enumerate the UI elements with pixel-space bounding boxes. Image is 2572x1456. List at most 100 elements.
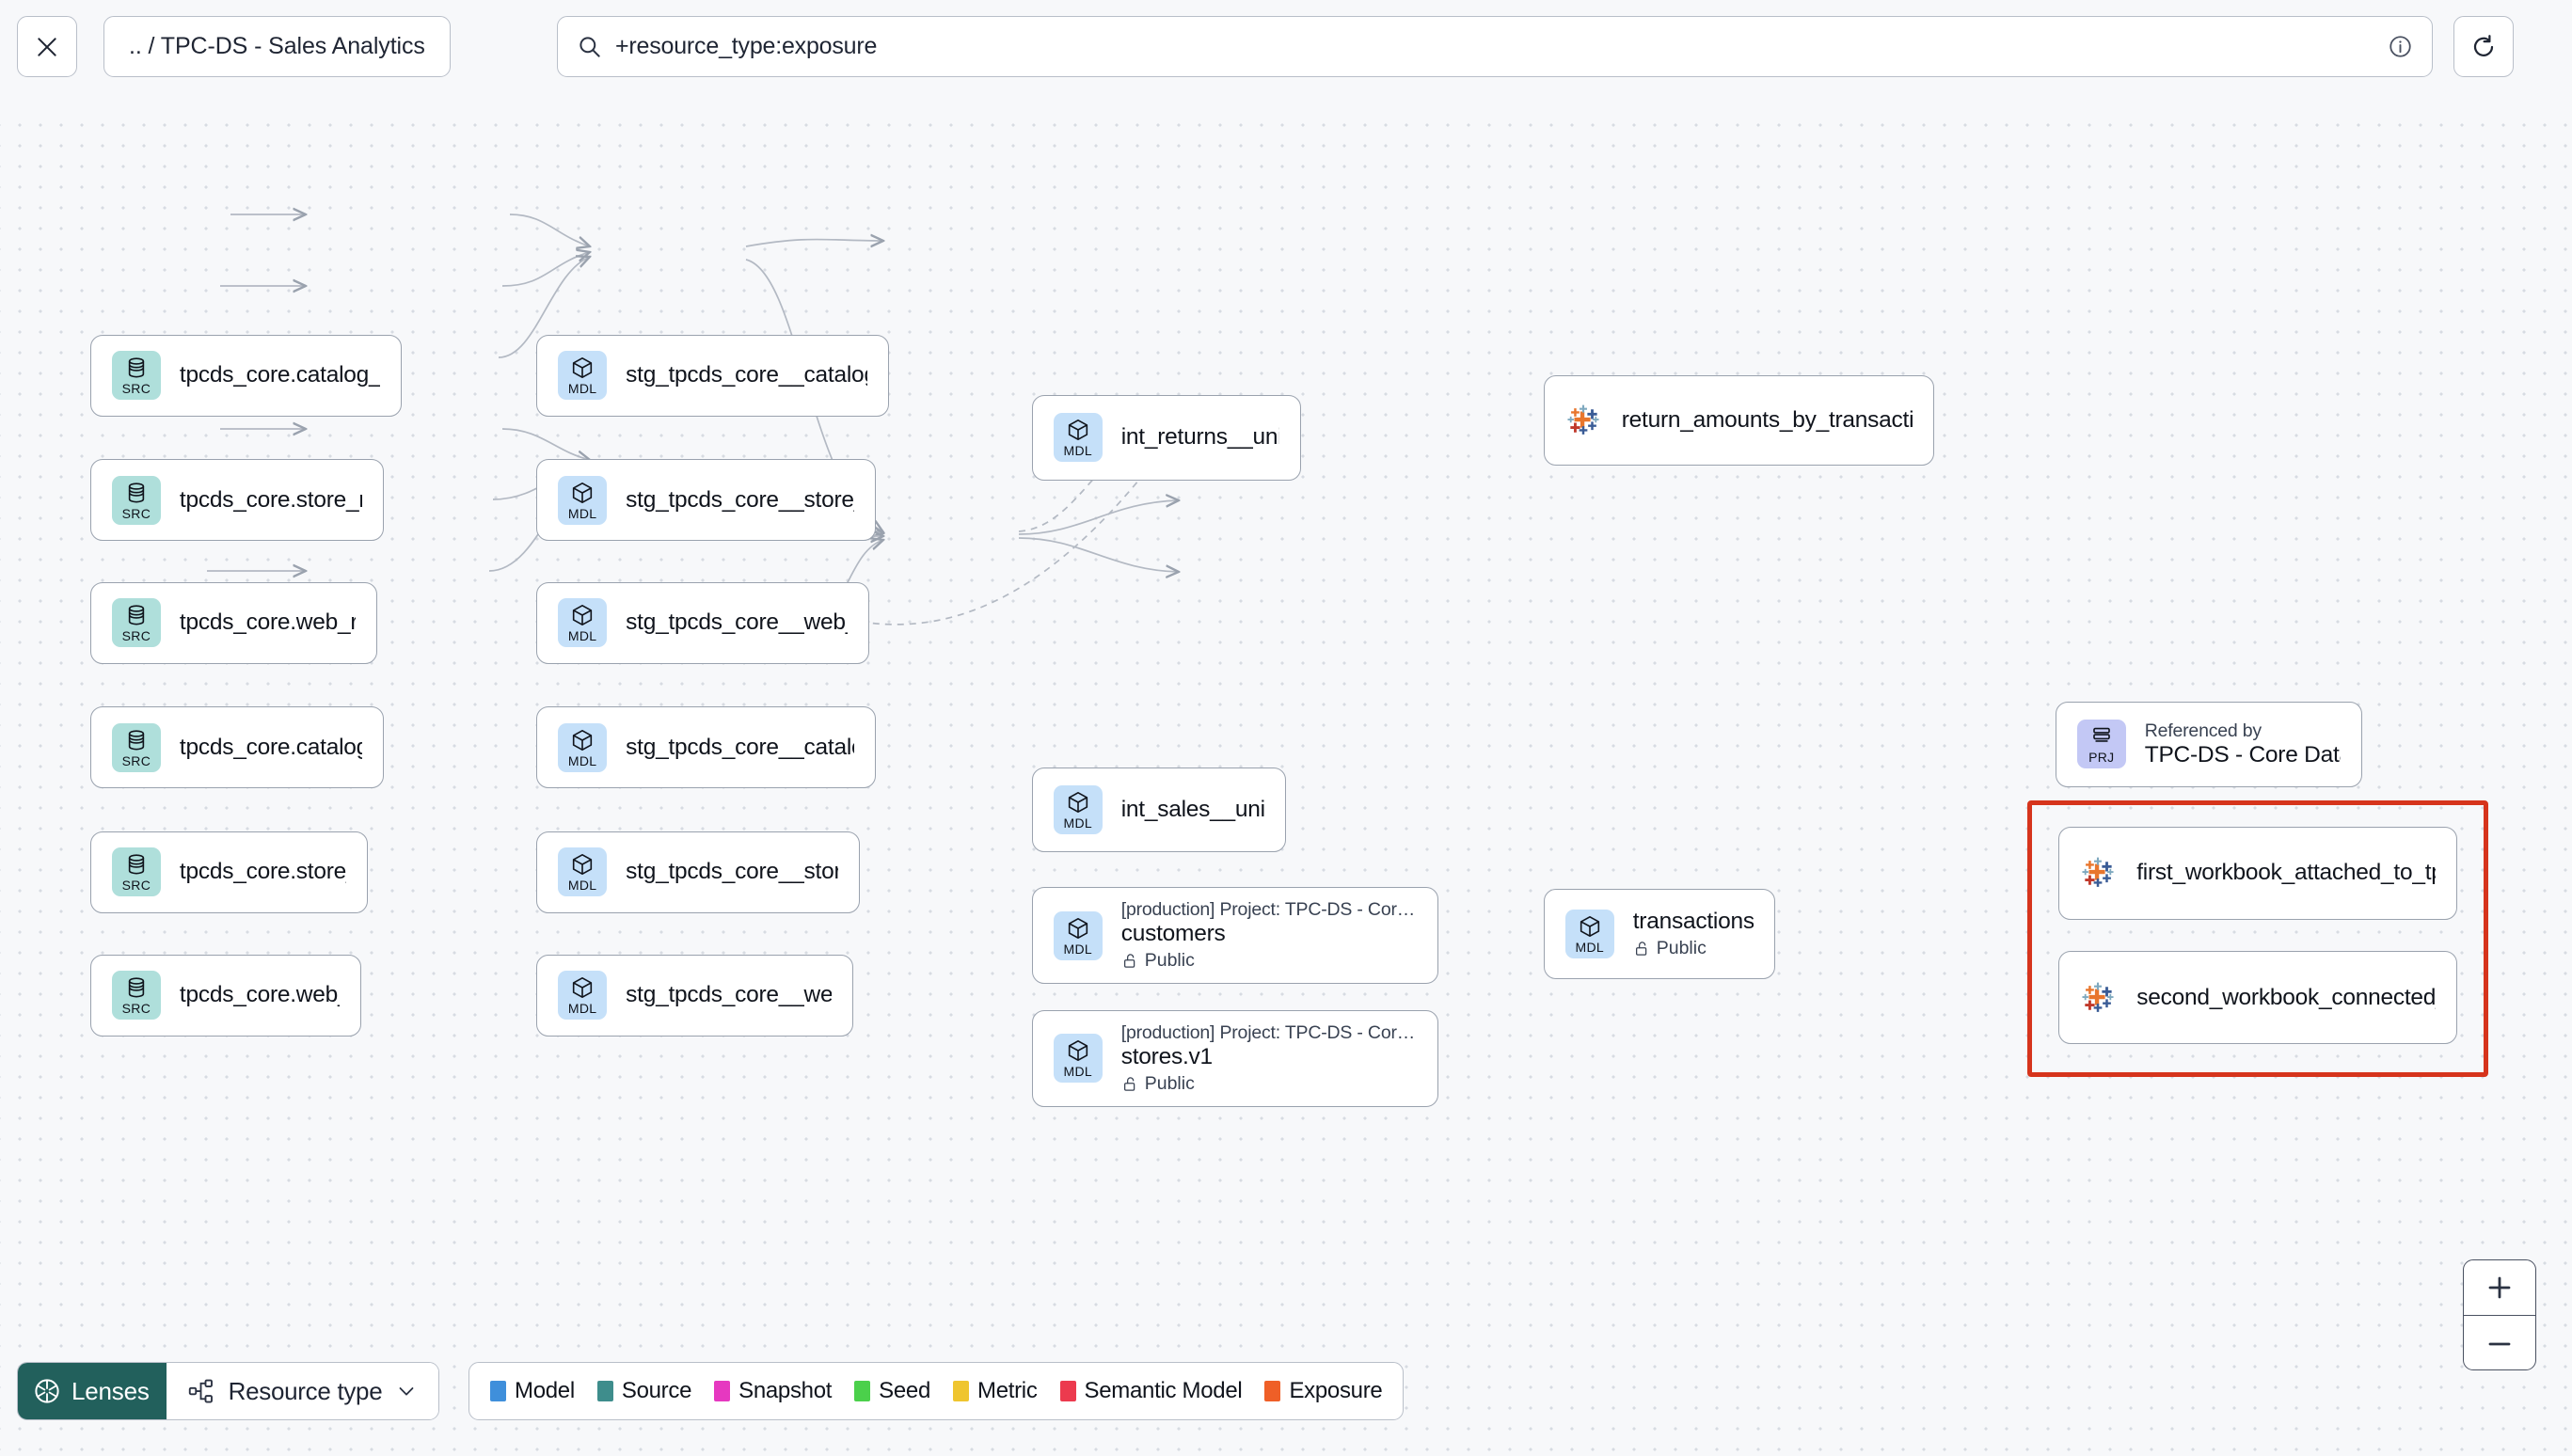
node-visibility: Public: [1633, 938, 1754, 959]
search-bar[interactable]: [557, 16, 2433, 77]
badge-text: MDL: [1575, 939, 1604, 955]
resource-type-label: Resource type: [228, 1376, 383, 1405]
node-type-badge-mdl: MDL: [558, 722, 608, 772]
database-icon: [128, 357, 145, 378]
legend-label: Metric: [977, 1378, 1038, 1403]
legend-label: Snapshot: [738, 1378, 833, 1403]
node-visibility-label: Public: [1144, 1072, 1195, 1094]
badge-text: MDL: [567, 381, 597, 397]
badge-text: PRJ: [2088, 750, 2115, 766]
legend-label: Semantic Model: [1084, 1378, 1243, 1403]
node-type-badge-mdl: MDL: [1053, 1034, 1103, 1084]
cube-icon: [573, 605, 593, 626]
tableau-icon: [2082, 982, 2114, 1012]
node-type-badge-src: SRC: [111, 847, 161, 897]
legend-label: Seed: [879, 1378, 930, 1403]
legend-item-metric[interactable]: Metric: [953, 1378, 1038, 1404]
badge-text: MDL: [567, 1001, 597, 1017]
aperture-icon: [35, 1379, 59, 1403]
close-button[interactable]: [17, 16, 77, 77]
node-label: stg_tpcds_core__catalog_sales: [626, 734, 854, 760]
node-label: transactions: [1632, 908, 1754, 934]
badge-text: MDL: [1063, 815, 1092, 831]
legend-item-source[interactable]: Source: [596, 1378, 691, 1404]
legend-item-exposure[interactable]: Exposure: [1264, 1378, 1383, 1404]
node-type-badge-mdl: MDL: [558, 351, 608, 401]
lock-open-icon: [1123, 954, 1135, 968]
node-label: int_returns__unioned: [1120, 424, 1279, 451]
close-icon: [38, 37, 56, 56]
node-text: [production] Project: TPC-DS - Core Data…: [1121, 899, 1417, 972]
node-type-badge-src: SRC: [111, 351, 161, 401]
legend-label: Model: [515, 1378, 575, 1403]
node-visibility-label: Public: [1144, 950, 1195, 972]
node-label: stg_tpcds_core__web_sales: [626, 982, 832, 1008]
info-icon[interactable]: [2388, 34, 2413, 59]
legend-item-snapshot[interactable]: Snapshot: [714, 1378, 832, 1404]
minus-icon: [2488, 1342, 2511, 1345]
tableau-icon: [2082, 857, 2114, 888]
top-toolbar: .. / TPC-DS - Sales Analytics: [0, 0, 2572, 109]
legend-swatch: [490, 1381, 506, 1401]
lineage-node-stg_catalog_sales[interactable]: MDL stg_tpcds_core__catalog_sales: [536, 706, 877, 789]
database-icon: [128, 483, 145, 503]
search-icon: [579, 37, 600, 57]
lineage-node-int_returns_unioned[interactable]: MDL int_returns__unioned: [1031, 395, 1301, 481]
legend-item-model[interactable]: Model: [490, 1378, 575, 1404]
cube-icon: [1580, 915, 1599, 937]
lock-open-icon: [1635, 942, 1646, 956]
node-label: tpcds_core.web_returns: [179, 609, 357, 636]
lineage-node-return_amounts[interactable]: return_amounts_by_transaction_type: [1543, 375, 1934, 467]
node-label: stg_tpcds_core__store_returns: [626, 486, 854, 513]
lineage-node-stores_v1[interactable]: MDL[production] Project: TPC-DS - Core D…: [1031, 1009, 1439, 1107]
search-input[interactable]: [615, 33, 2388, 60]
badge-text: SRC: [121, 878, 151, 894]
node-label: tpcds_core.store_returns: [179, 486, 362, 513]
legend-item-semantic-model[interactable]: Semantic Model: [1059, 1378, 1243, 1404]
lenses-button[interactable]: Lenses: [18, 1363, 167, 1419]
lenses-label: Lenses: [71, 1376, 150, 1405]
refresh-button[interactable]: [2453, 16, 2514, 77]
node-label: first_workbook_attached_to_tpc-ds_-_…: [2136, 860, 2436, 886]
database-icon: [128, 977, 145, 998]
lineage-node-stg_store_returns[interactable]: MDL stg_tpcds_core__store_returns: [536, 459, 877, 542]
badge-text: SRC: [121, 1001, 151, 1017]
lineage-node-second_workbook[interactable]: second_workbook_connected_to_live…: [2058, 951, 2457, 1045]
breadcrumb[interactable]: .. / TPC-DS - Sales Analytics: [103, 16, 451, 77]
cube-icon: [1068, 792, 1088, 814]
chevron-down-icon: [399, 1387, 414, 1396]
node-type-badge-prj: PRJ: [2076, 720, 2126, 769]
badge-text: MDL: [567, 505, 597, 521]
lineage-node-stg_web_sales[interactable]: MDL stg_tpcds_core__web_sales: [536, 954, 853, 1037]
legend-item-seed[interactable]: Seed: [854, 1378, 930, 1404]
lineage-node-customers[interactable]: MDL[production] Project: TPC-DS - Core D…: [1031, 887, 1439, 984]
database-icon: [128, 730, 145, 751]
lineage-node-first_workbook[interactable]: first_workbook_attached_to_tpc-ds_-_…: [2058, 826, 2457, 920]
node-visibility: Public: [1121, 950, 1417, 972]
node-visibility: Public: [1121, 1073, 1417, 1095]
resource-type-dropdown[interactable]: Resource type: [166, 1363, 439, 1419]
zoom-in-button[interactable]: [2464, 1260, 2535, 1316]
badge-text: MDL: [567, 628, 597, 644]
node-label: second_workbook_connected_to_live…: [2136, 984, 2436, 1010]
node-type-badge-mdl: MDL: [1053, 413, 1103, 463]
badge-text: SRC: [121, 381, 151, 397]
node-type-badge-mdl: MDL: [558, 971, 608, 1021]
refresh-icon: [2473, 34, 2494, 56]
zoom-out-button[interactable]: [2464, 1316, 2535, 1369]
badge-text: MDL: [1063, 443, 1092, 459]
